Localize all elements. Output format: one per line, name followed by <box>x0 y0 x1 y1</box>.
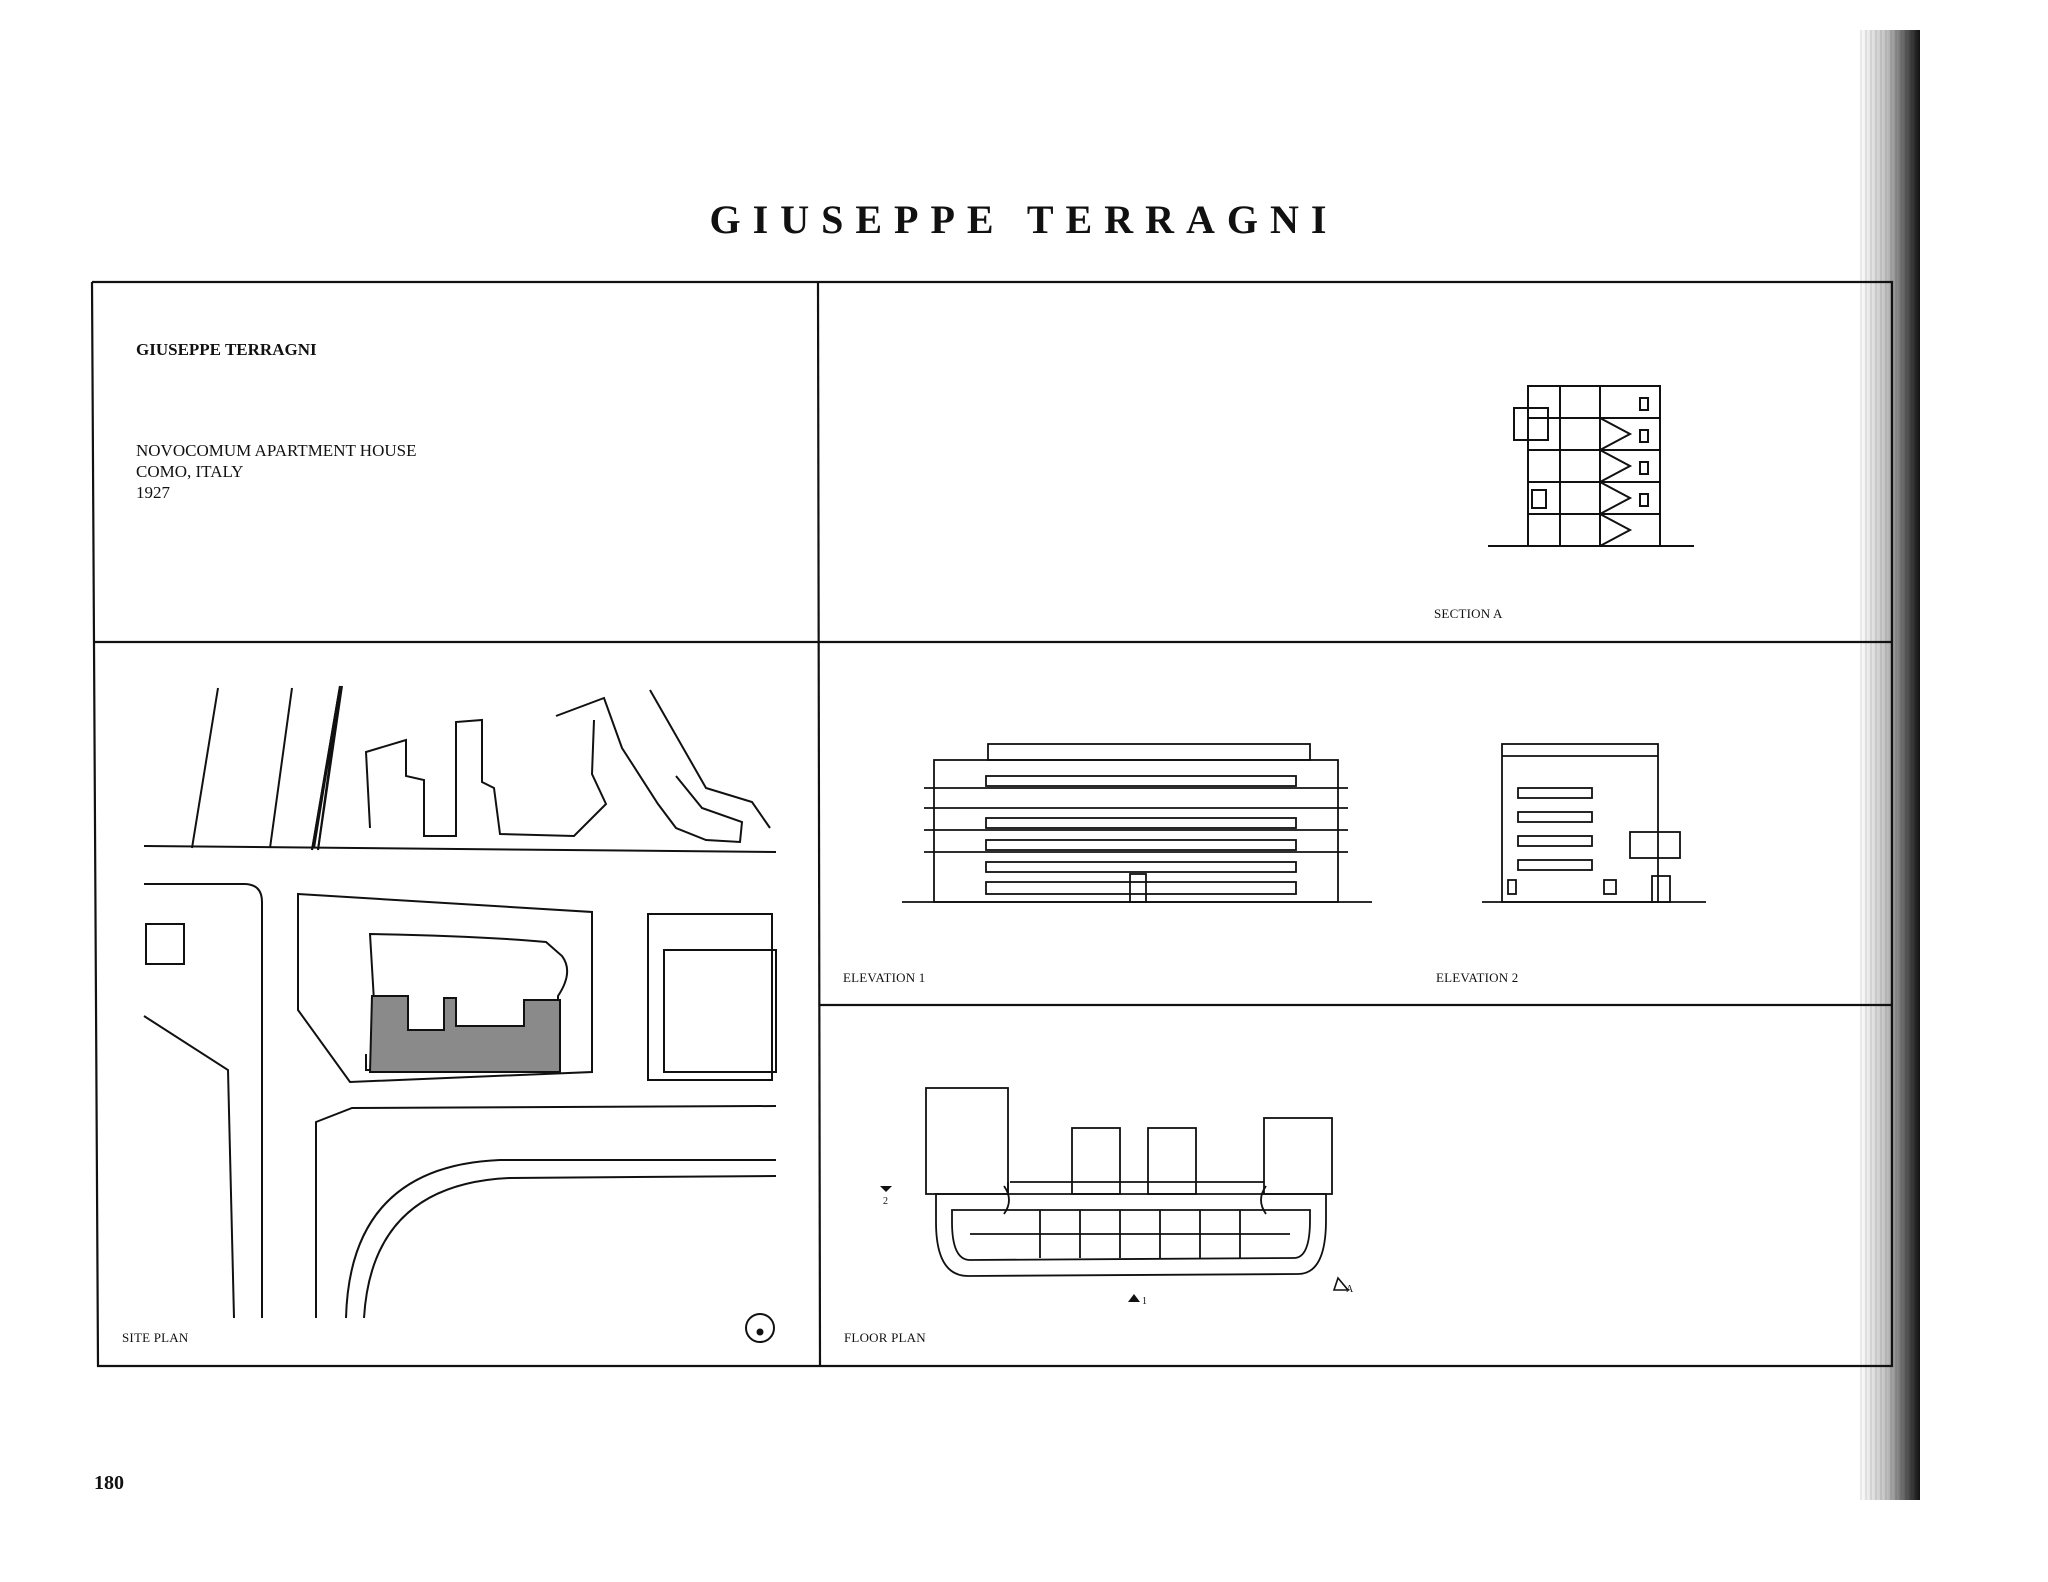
scan-edge-shadow <box>1860 30 1920 1500</box>
site-plan-building <box>368 995 561 1073</box>
section-a-drawing <box>1488 385 1694 547</box>
elevation-1-drawing <box>902 743 1372 903</box>
architect-name: GIUSEPPE TERRAGNI <box>136 340 317 359</box>
elevation-2-label: ELEVATION 2 <box>1436 970 1519 985</box>
floor-plan-label: FLOOR PLAN <box>844 1330 926 1345</box>
elevation-2-drawing <box>1482 743 1706 903</box>
project-year: 1927 <box>136 483 170 502</box>
marker-1-label: 1 <box>1142 1296 1147 1307</box>
section-markers <box>880 1186 1350 1302</box>
project-location: COMO, ITALY <box>136 462 244 481</box>
page-number: 180 <box>94 1472 124 1494</box>
marker-a-label: A <box>1346 1284 1354 1295</box>
site-plan-drawing <box>143 685 777 1319</box>
elevation-1-label: ELEVATION 1 <box>843 970 926 985</box>
project-name: NOVOCOMUM APARTMENT HOUSE <box>136 441 417 460</box>
page-title: GIUSEPPE TERRAGNI <box>709 197 1339 242</box>
project-info: GIUSEPPE TERRAGNI NOVOCOMUM APARTMENT HO… <box>136 340 416 503</box>
north-arrow <box>745 1313 775 1343</box>
marker-2-label: 2 <box>883 1196 888 1207</box>
floor-plan-drawing <box>925 1087 1333 1277</box>
site-plan-label: SITE PLAN <box>122 1330 189 1345</box>
section-a-label: SECTION A <box>1434 606 1503 621</box>
panel-frame <box>90 280 1894 1368</box>
